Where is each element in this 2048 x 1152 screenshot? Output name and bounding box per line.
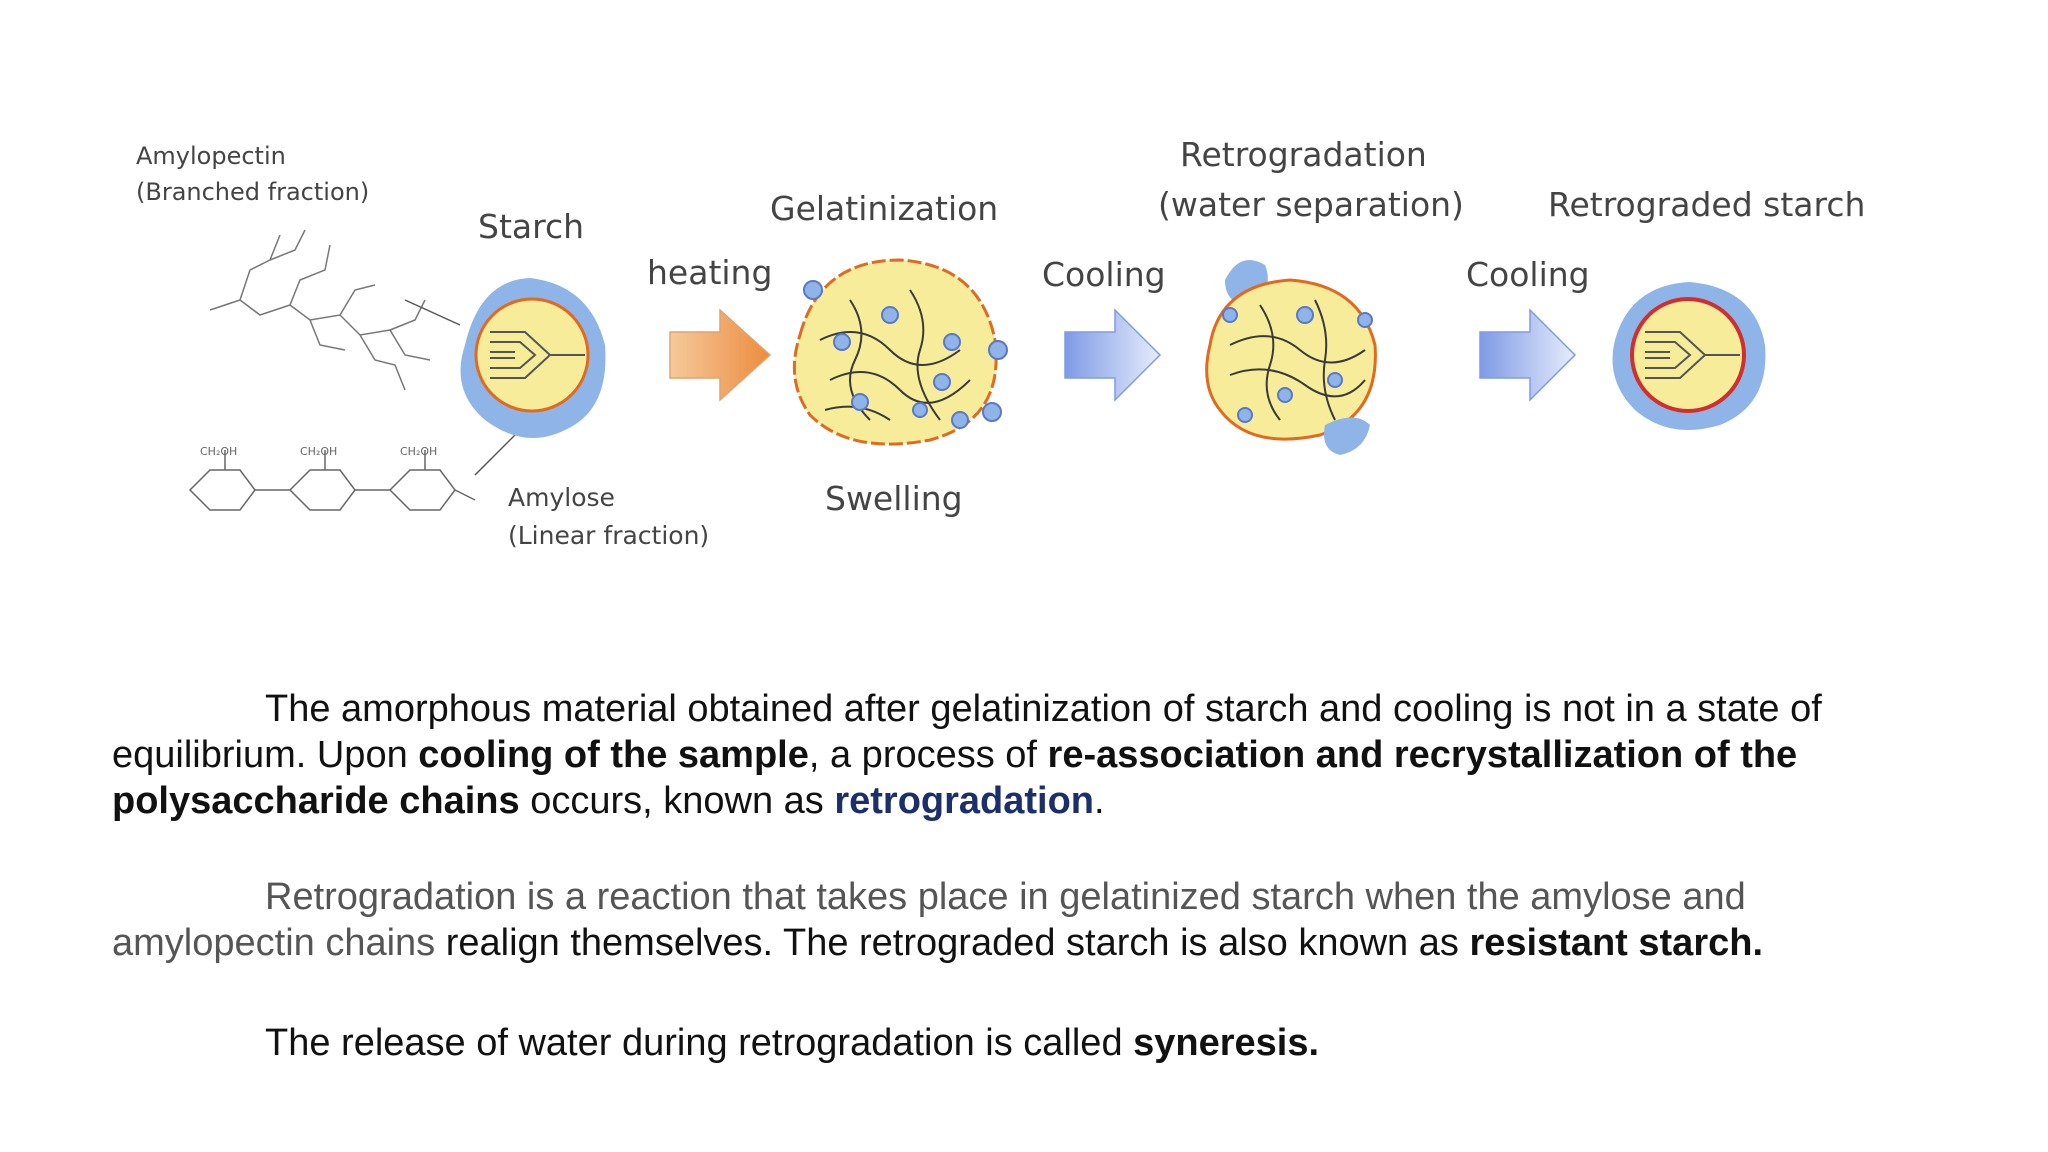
p1-end: .: [1094, 780, 1105, 822]
amylopectin-sublabel: (Branched fraction): [136, 178, 369, 206]
retrogradation-label: Retrogradation: [1180, 135, 1427, 174]
starch-label: Starch: [478, 207, 584, 246]
gelatinization-label: Gelatinization: [770, 189, 998, 228]
svg-text:CH₂OH: CH₂OH: [400, 445, 437, 458]
p1-bold-cooling: cooling of the sample: [418, 734, 809, 776]
retrogradation-granule: [1205, 260, 1377, 455]
heating-arrow: [669, 308, 772, 402]
amylopectin-structure: [209, 229, 431, 391]
retrogradation-sublabel: (water separation): [1158, 185, 1464, 224]
amylose-sublabel: (Linear fraction): [508, 521, 709, 550]
cooling-arrow-2: [1479, 308, 1577, 402]
paragraph-retrogradation-definition: The amorphous material obtained after ge…: [112, 686, 1912, 824]
amylose-label: Amylose: [508, 483, 615, 512]
svg-text:CH₂OH: CH₂OH: [300, 445, 337, 458]
paragraph-syneresis: The release of water during retrogradati…: [112, 1020, 1912, 1066]
heating-label: heating: [647, 253, 772, 292]
starch-retrogradation-diagram: CH₂OH CH₂OH CH₂OH: [130, 120, 1890, 570]
p3-bold-syneresis: syneresis.: [1133, 1022, 1320, 1064]
amylose-structure: CH₂OH CH₂OH CH₂OH: [188, 445, 476, 511]
p2-text-1: Retrogradation is a reaction that takes …: [112, 876, 1746, 964]
cooling-arrow-1: [1064, 308, 1162, 402]
swelling-label: Swelling: [825, 479, 963, 518]
paragraph-resistant-starch: Retrogradation is a reaction that takes …: [112, 874, 1912, 966]
p2-bold-resistant-starch: resistant starch.: [1469, 922, 1764, 964]
p2-text-2: realign themselves. The retrograded star…: [435, 922, 1470, 964]
amylopectin-label: Amylopectin: [136, 142, 286, 170]
retrograded-starch-label: Retrograded starch: [1548, 185, 1865, 224]
p1-text-1: The amorphous material obtained after ge…: [112, 688, 1822, 776]
svg-text:CH₂OH: CH₂OH: [200, 445, 237, 458]
p1-term-retrogradation: retrogradation: [834, 780, 1095, 822]
p1-text-2: , a process of: [808, 734, 1048, 776]
p1-text-3: occurs, known as: [519, 780, 835, 822]
starch-granule: [460, 278, 606, 438]
p1-bold-reassociation: re-association and recrystallization of …: [112, 734, 1798, 822]
cooling-label-1: Cooling: [1042, 255, 1166, 294]
p3-text-1: The release of water during retrogradati…: [265, 1022, 1134, 1064]
gelatinized-granule: [792, 258, 1008, 446]
cooling-label-2: Cooling: [1466, 255, 1590, 294]
retrograded-starch-granule: [1612, 282, 1766, 430]
amylopectin-pointer: [404, 299, 461, 326]
